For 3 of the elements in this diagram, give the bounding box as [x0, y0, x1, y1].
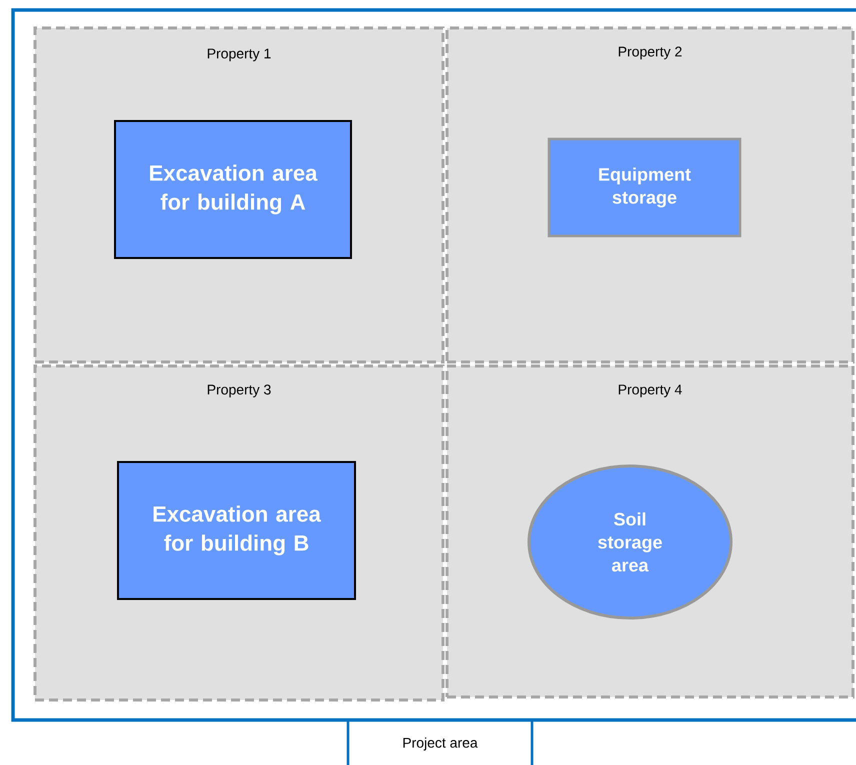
excavation-box: Excavation area for building B — [117, 460, 356, 600]
storage-box: Equipment storage — [548, 138, 742, 238]
excavation-box: Excavation area for building A — [114, 120, 352, 259]
